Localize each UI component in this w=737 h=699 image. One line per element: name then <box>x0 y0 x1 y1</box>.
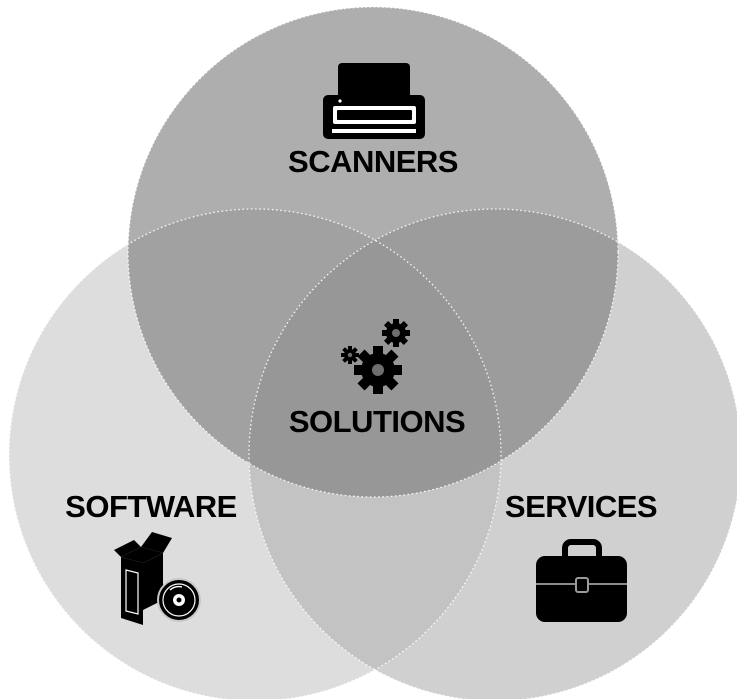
software-box-cd-icon <box>114 532 201 625</box>
solutions-label: SOLUTIONS <box>289 404 465 439</box>
scanners-outline <box>127 6 619 498</box>
scanners-circle <box>128 7 618 497</box>
scanner-icon <box>323 63 425 139</box>
gears-icon <box>341 319 410 394</box>
scanners-label: SCANNERS <box>288 144 458 179</box>
software-label: SOFTWARE <box>65 489 237 524</box>
software-outline <box>8 208 502 699</box>
services-label: SERVICES <box>505 489 657 524</box>
briefcase-icon <box>536 539 627 622</box>
